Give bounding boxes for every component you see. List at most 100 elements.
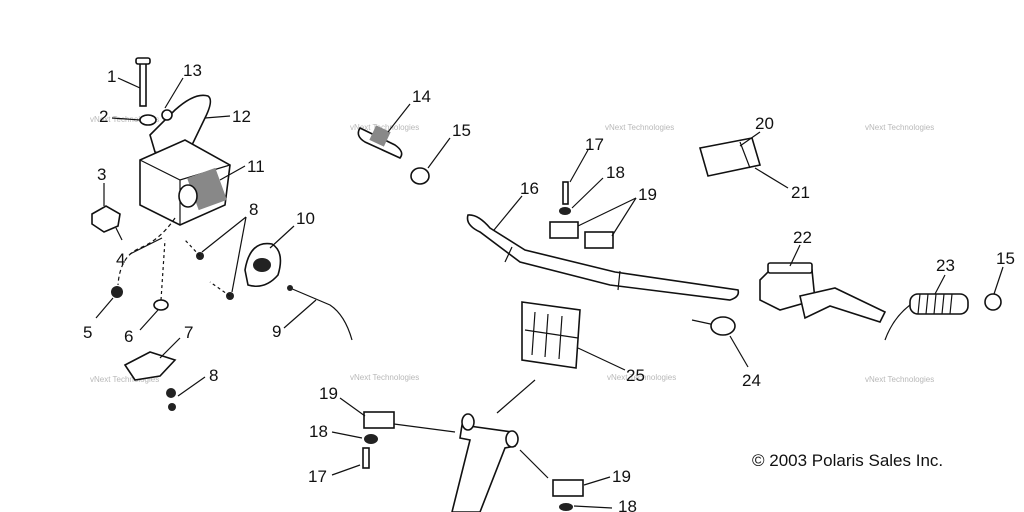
callout-label: 15: [996, 249, 1015, 268]
plate-part: [123, 351, 177, 381]
leader-line: [204, 115, 231, 119]
leader-line: [583, 476, 611, 486]
leader-line: [577, 347, 626, 371]
leader-line: [393, 423, 456, 433]
leader-line: [934, 274, 946, 295]
bar-end-plug-part: [984, 293, 1002, 311]
grip-texture: [369, 125, 391, 147]
dashed-guide: [209, 281, 231, 297]
cable-part: [289, 287, 353, 341]
leader-line: [111, 117, 141, 121]
leader-line: [611, 197, 637, 237]
leader-line: [496, 379, 536, 414]
leader-line: [387, 103, 411, 133]
cable-end: [287, 285, 293, 291]
leader-line: [571, 177, 604, 209]
callout-label: 8: [249, 200, 258, 219]
leader-line: [331, 431, 363, 439]
dashed-guide: [160, 239, 166, 301]
callout-labels: 1 2 13 12 11 3 8 10 4 5 6 9 7 8 14 15 16…: [83, 61, 1015, 512]
callout-label: 22: [793, 228, 812, 247]
clamp-part: [552, 479, 584, 497]
leader-line: [519, 449, 549, 479]
callout-label: 18: [606, 163, 625, 182]
leader-line: [729, 335, 749, 368]
callout-label: 19: [319, 384, 338, 403]
dashed-guide: [184, 239, 201, 257]
switch-part: [710, 316, 736, 336]
leader-line: [569, 149, 589, 183]
leader-line: [789, 244, 801, 267]
washer-part: [139, 114, 157, 126]
callout-label: 7: [184, 323, 193, 342]
bolt-head-part: [135, 57, 151, 65]
callout-label: 17: [308, 467, 327, 486]
post-end-part: [505, 430, 519, 448]
handlebar-band: [617, 270, 621, 291]
nut-part: [111, 286, 123, 298]
callout-label: 20: [755, 114, 774, 133]
handlebar-band: [504, 246, 513, 263]
callout-label: 4: [116, 250, 125, 269]
callout-leaders: [95, 77, 1004, 509]
leader-line: [739, 131, 761, 147]
callout-label: 23: [936, 256, 955, 275]
callout-label: 19: [638, 185, 657, 204]
leader-line: [754, 167, 789, 189]
foam-part: [698, 137, 762, 177]
leader-line: [427, 137, 451, 169]
leader-line: [339, 397, 366, 417]
leader-line: [95, 297, 114, 319]
leader-line: [577, 197, 637, 227]
clamp-bolt-part: [562, 181, 569, 205]
leader-line: [159, 337, 181, 359]
reservoir-cap-part: [767, 262, 813, 274]
watermark: vNext Technologies: [865, 375, 934, 384]
callout-label: 17: [585, 135, 604, 154]
watermark: vNext Technologies: [350, 123, 419, 132]
left-grip-assembly: [357, 125, 430, 185]
callout-label: 2: [99, 107, 108, 126]
callout-label: 11: [247, 157, 265, 176]
leader-line: [219, 165, 246, 181]
leader-line: [573, 505, 613, 509]
clamp-washer-part: [559, 503, 573, 511]
watermark: vNext Technologies: [607, 373, 676, 382]
leader-line: [269, 225, 295, 249]
callout-label: 5: [83, 323, 92, 342]
foam-edge: [739, 141, 751, 169]
watermark: vNext Technologies: [605, 123, 674, 132]
washer-small-part: [153, 299, 169, 311]
pivot-part: [161, 109, 173, 121]
leader-line: [201, 216, 247, 253]
clamp-bolt-part: [362, 447, 370, 469]
clamp-part: [549, 221, 579, 239]
callout-label: 8: [209, 366, 218, 385]
bolt-part: [139, 61, 147, 107]
callout-label: 25: [626, 366, 645, 385]
bar-end-plug-part: [410, 167, 430, 185]
callout-label: 12: [232, 107, 251, 126]
callout-label: 18: [309, 422, 328, 441]
clamp-part: [363, 411, 395, 429]
leader-line: [139, 309, 159, 331]
callout-label: 19: [612, 467, 631, 486]
callout-label: 1: [107, 67, 116, 86]
callout-label: 18: [618, 497, 637, 512]
watermark: vNext Technologies: [90, 375, 159, 384]
plate-screw-head: [168, 403, 176, 411]
callout-label: 15: [452, 121, 471, 140]
callout-label: 14: [412, 87, 431, 106]
clamp-part: [584, 231, 614, 249]
switch-screw: [115, 227, 123, 241]
wire-part: [117, 217, 176, 286]
callout-label: 3: [97, 165, 106, 184]
leader-line: [331, 464, 361, 476]
leader-line: [493, 195, 523, 231]
brake-lever-part: [799, 287, 887, 323]
callout-label: 6: [124, 327, 133, 346]
right-grip-part: [909, 293, 969, 315]
callout-label: 13: [183, 61, 202, 80]
leader-line: [177, 376, 206, 397]
